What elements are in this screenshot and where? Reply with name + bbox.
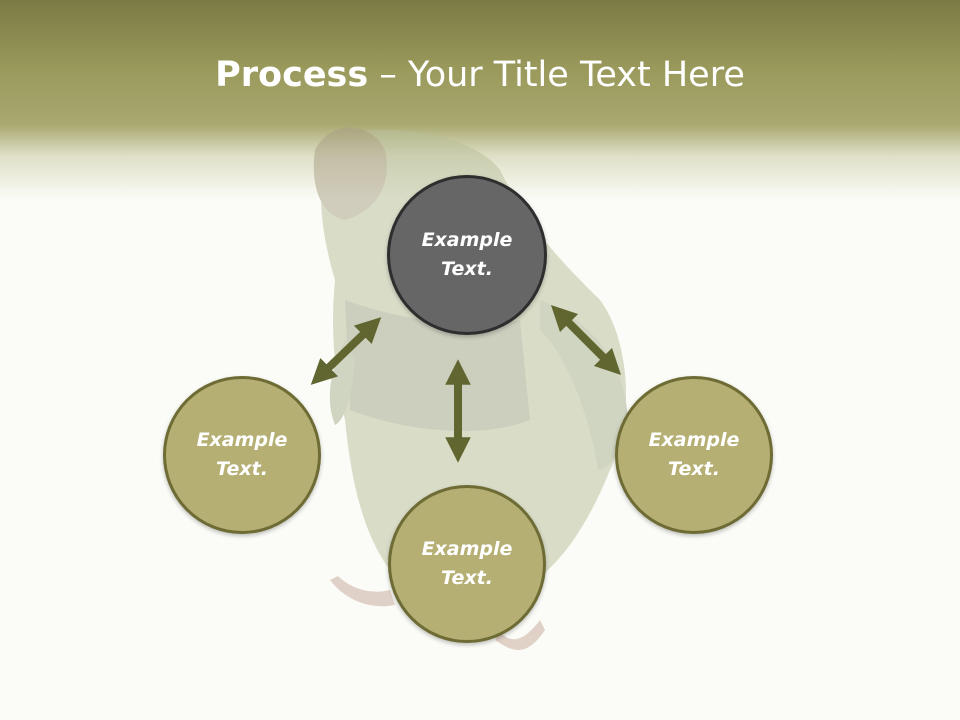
arrow-top-left xyxy=(310,317,382,385)
title-bold: Process xyxy=(215,55,369,95)
node-left[interactable]: Example Text. xyxy=(163,376,321,534)
title-rest: – Your Title Text Here xyxy=(368,55,745,95)
node-right-label: Example Text. xyxy=(648,429,740,480)
slide-title: Process – Your Title Text Here xyxy=(0,52,960,98)
node-left-label: Example Text. xyxy=(196,429,288,480)
node-bottom[interactable]: Example Text. xyxy=(388,485,546,643)
node-right[interactable]: Example Text. xyxy=(615,376,773,534)
arrow-top-right xyxy=(550,304,622,376)
node-bottom-label: Example Text. xyxy=(421,538,513,589)
node-top-label: Example Text. xyxy=(421,229,513,280)
node-top[interactable]: Example Text. xyxy=(387,175,547,335)
